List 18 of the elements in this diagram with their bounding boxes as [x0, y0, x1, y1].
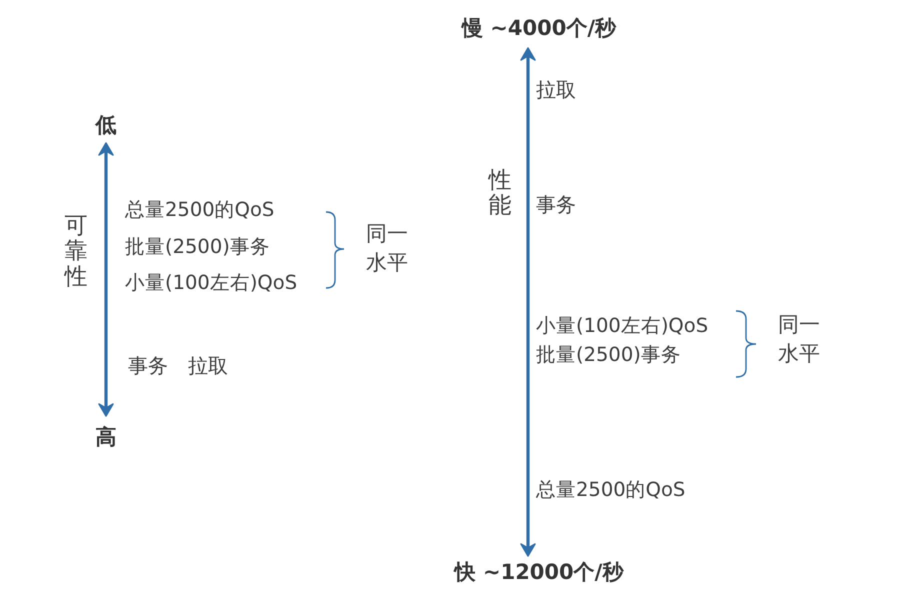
axis-title: 性能	[488, 168, 512, 220]
axis-end-label: 快 ~12000个/秒	[454, 560, 624, 584]
group-label: 同一水平	[366, 220, 408, 277]
group-label: 同一水平	[778, 312, 820, 368]
item-label: 批量(2500)事务	[536, 344, 681, 366]
item-label: 总量2500的QoS	[536, 478, 686, 502]
item-label: 批量(2500)事务	[125, 236, 270, 258]
item-label: 拉取	[188, 354, 228, 378]
axis-end-label: 高	[96, 424, 116, 450]
item-label: 小量(100左右)QoS	[536, 314, 708, 338]
axis-end-label: 低	[96, 112, 116, 138]
item-label: 事务	[536, 194, 576, 216]
item-label: 事务	[128, 354, 168, 378]
axis-title: 可靠性	[64, 214, 88, 290]
item-label: 拉取	[536, 78, 576, 102]
item-label: 小量(100左右)QoS	[125, 272, 298, 294]
axis-end-label: 慢 ~4000个/秒	[462, 16, 616, 40]
item-label: 总量2500的QoS	[125, 198, 274, 222]
